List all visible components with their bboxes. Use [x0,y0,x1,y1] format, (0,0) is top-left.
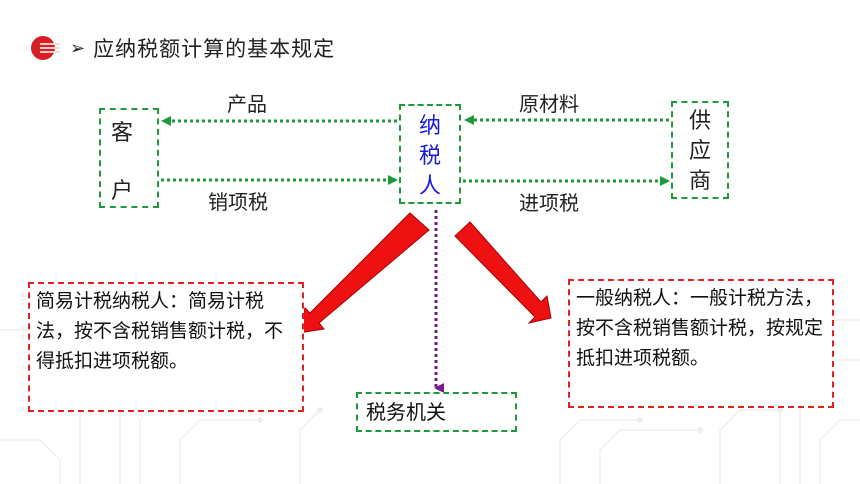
supplier-label-char-3: 商 [688,169,711,194]
raw-material-label: 原材料 [519,92,579,116]
product-label: 产品 [227,92,267,116]
page-title: 应纳税额计算的基本规定 [93,37,336,61]
general-taxpayer-box: 一般纳税人：一般计税方法，按不含税销售额计税，按规定抵扣进项税额。 [568,279,834,408]
taxpayer-box: 纳 税 人 [399,104,461,204]
tax-authority-box: 税务机关 [356,392,517,432]
taxpayer-label-char-1: 纳 [418,114,441,139]
bullet-arrow-icon: ➢ [70,37,86,59]
general-taxpayer-red-arrow [454,221,552,324]
customer-box: 客 户 [99,108,159,208]
input-tax-label: 进项税 [519,191,579,215]
red-logo-icon [31,36,60,60]
customer-label-char-1: 客 [111,121,134,146]
supplier-label-char-2: 应 [688,139,711,164]
header: ➢ 应纳税额计算的基本规定 [30,30,335,66]
simple-taxpayer-red-arrow [297,212,430,334]
supplier-box: 供 应 商 [671,101,729,199]
simple-taxpayer-box: 简易计税纳税人：简易计税法，按不含税销售额计税，不得抵扣进项税额。 [28,282,304,412]
taxpayer-label-char-2: 税 [418,144,441,169]
supplier-label-char-1: 供 [688,109,711,134]
customer-label-char-2: 户 [111,179,134,204]
output-tax-label: 销项税 [208,190,268,214]
taxpayer-label-char-3: 人 [418,174,441,199]
